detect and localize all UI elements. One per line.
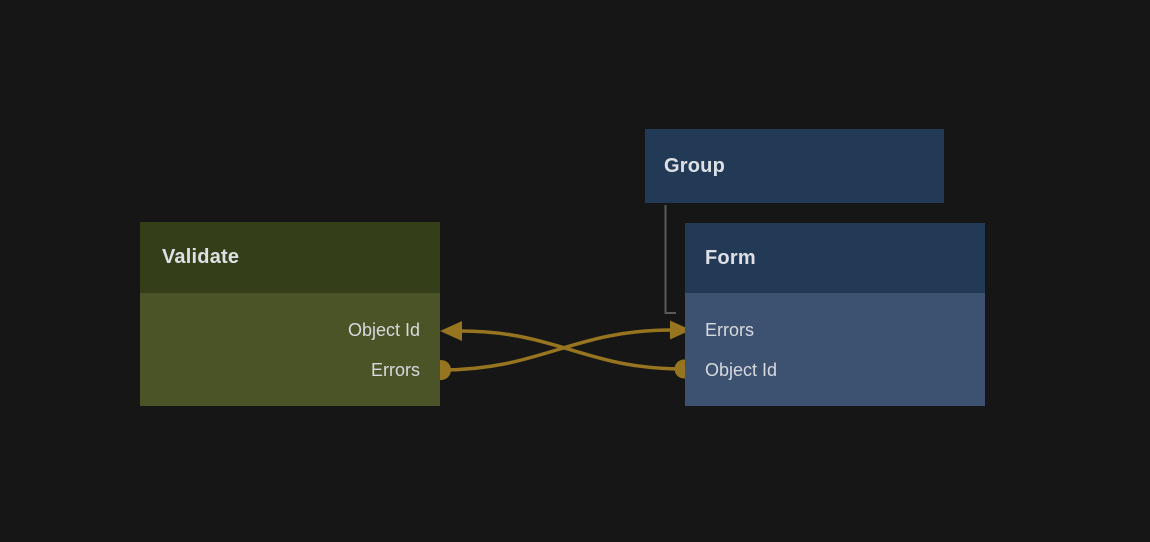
port-form-objectid[interactable]: Object Id: [685, 350, 985, 390]
node-group-header[interactable]: Group: [645, 129, 944, 203]
node-validate[interactable]: Validate Object Id Errors: [140, 222, 440, 406]
node-validate-title: Validate: [162, 246, 240, 268]
port-validate-errors[interactable]: Errors: [140, 350, 440, 390]
node-form-body: Errors Object Id: [685, 293, 985, 406]
node-group-title: Group: [664, 154, 725, 177]
node-validate-header[interactable]: Validate: [140, 222, 440, 293]
port-validate-objectid[interactable]: Object Id: [140, 310, 440, 350]
port-validate-objectid-label: Object Id: [347, 320, 420, 340]
port-form-errors[interactable]: Errors: [685, 310, 985, 350]
port-form-objectid-label: Object Id: [705, 360, 778, 380]
node-group[interactable]: Group: [645, 129, 944, 203]
node-validate-body: Object Id Errors: [140, 293, 440, 406]
node-form-title: Form: [705, 246, 756, 269]
arrowhead-into-validate-objectid-icon: [440, 321, 462, 341]
wire-validate-errors-to-form-errors[interactable]: [439, 328, 674, 372]
wire-form-objectid-to-validate-objectid[interactable]: [458, 329, 686, 371]
port-form-errors-label: Errors: [705, 320, 754, 340]
group-to-form-connector-line: [664, 205, 676, 314]
node-form-header[interactable]: Form: [685, 223, 985, 293]
node-form[interactable]: Form Errors Object Id: [685, 223, 985, 406]
port-validate-errors-label: Errors: [371, 360, 420, 380]
